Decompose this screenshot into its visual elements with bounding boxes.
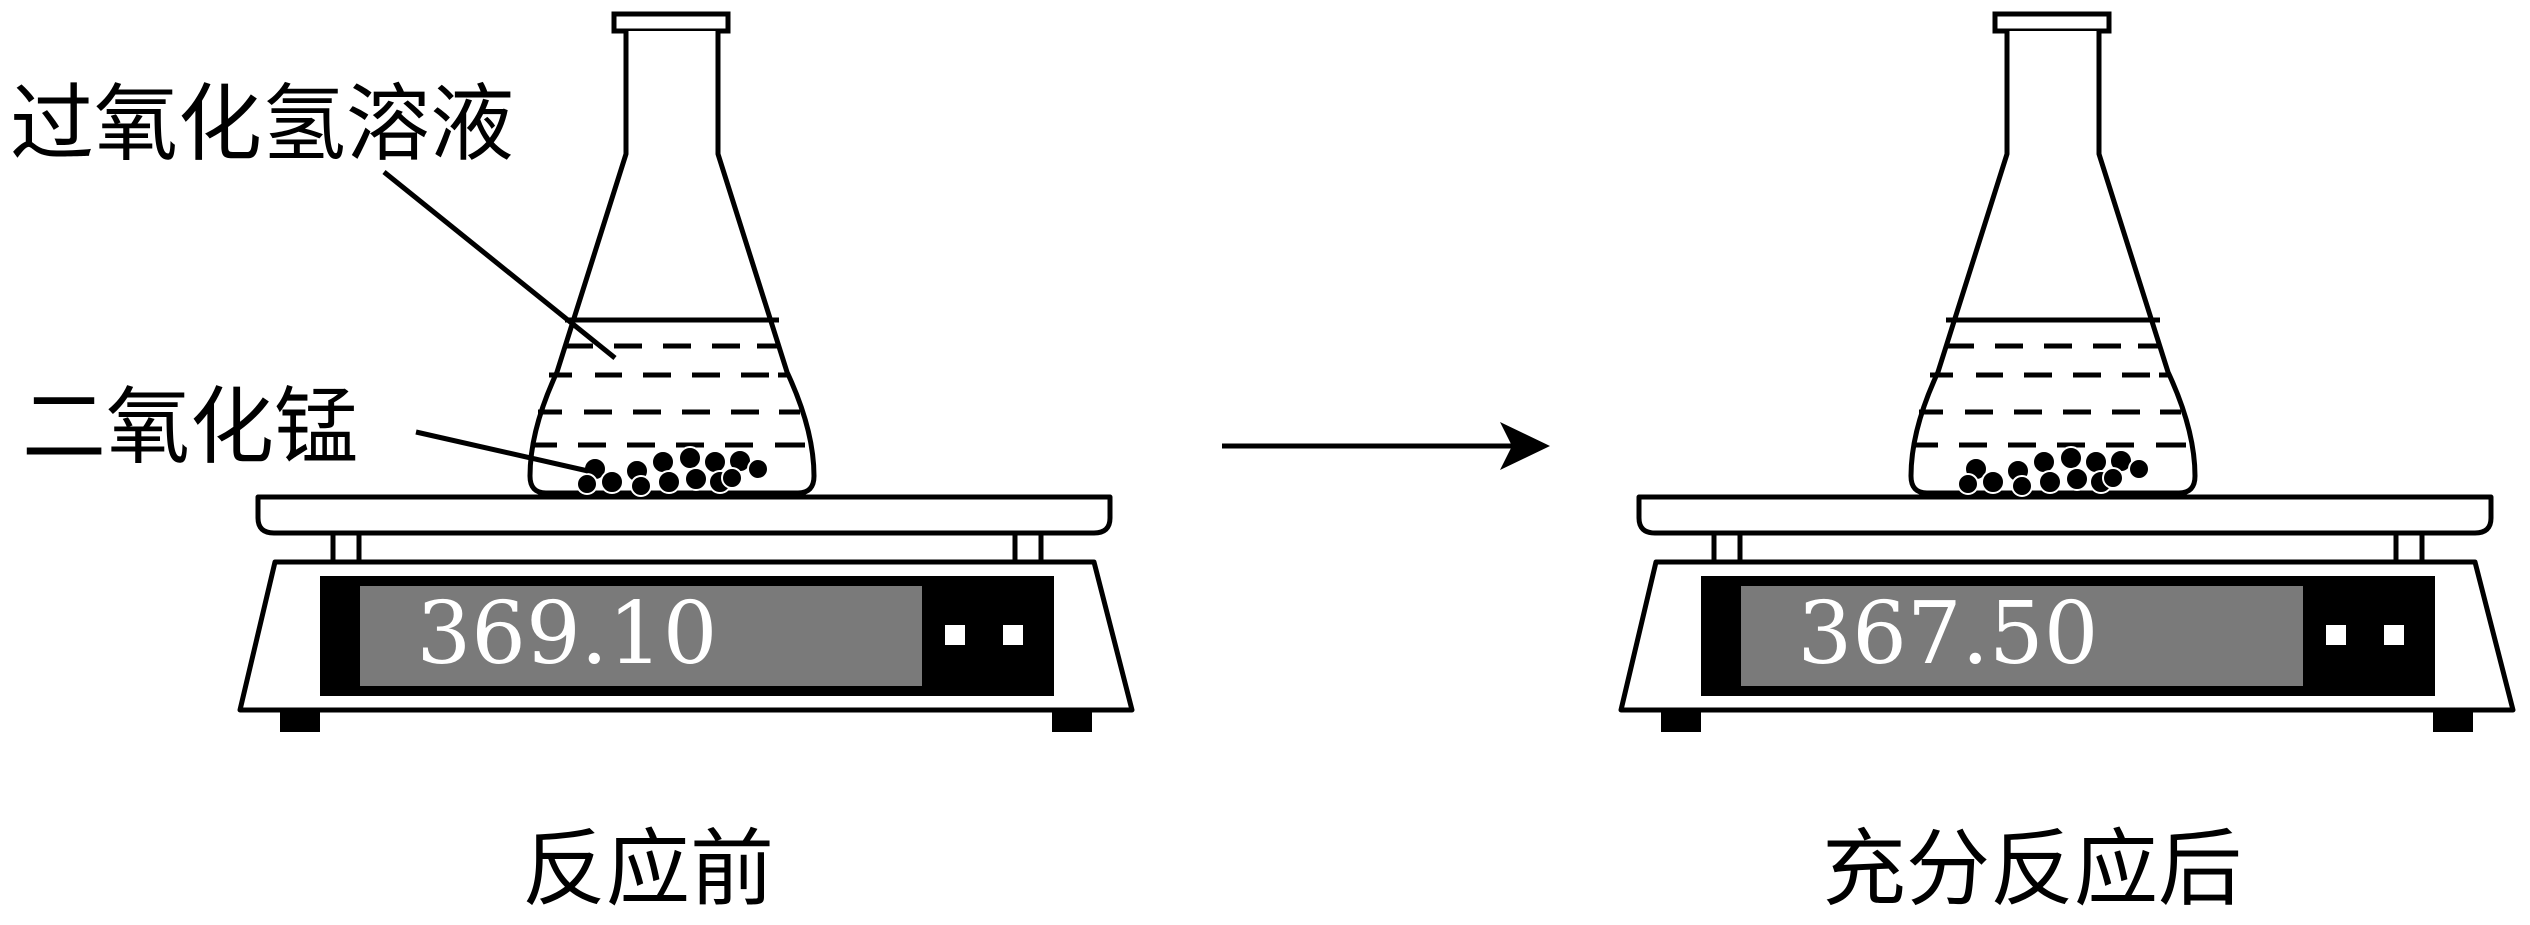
- label-manganese-dioxide: 二氧化锰: [22, 378, 358, 476]
- leader-line-manganese-dioxide: [415, 429, 589, 474]
- erlenmeyer-flask-after: [1911, 14, 2195, 496]
- scale-before-reading: 369.10: [417, 584, 718, 684]
- caption-after: 充分反应后: [1822, 820, 2242, 918]
- scale-after: 367.50: [1621, 497, 2513, 732]
- reaction-arrow: [1222, 422, 1550, 470]
- flask-before: [530, 14, 814, 496]
- flask-after: [1911, 14, 2195, 496]
- scale-after-reading: 367.50: [1798, 584, 2099, 684]
- scale-before: 369.10: [240, 497, 1132, 732]
- caption-before: 反应前: [522, 820, 774, 918]
- erlenmeyer-flask-before: [530, 14, 814, 496]
- leader-line-hydrogen-peroxide: [382, 170, 617, 360]
- label-hydrogen-peroxide: 过氧化氢溶液: [10, 75, 514, 173]
